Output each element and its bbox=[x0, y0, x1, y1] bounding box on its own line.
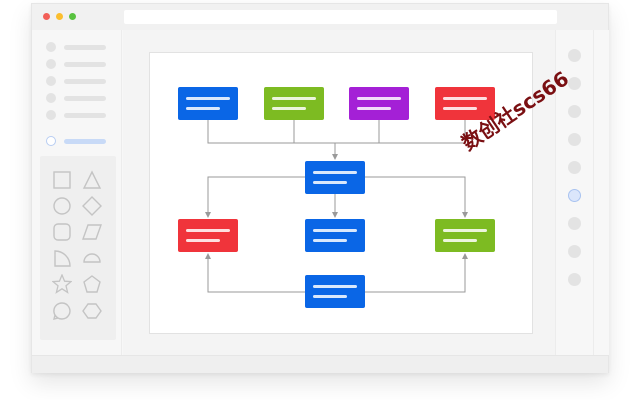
square-icon[interactable] bbox=[52, 170, 72, 190]
status-bar bbox=[32, 355, 608, 373]
tool-button[interactable] bbox=[568, 133, 581, 146]
parallelogram-icon[interactable] bbox=[82, 222, 102, 242]
menu-item-label bbox=[64, 96, 106, 101]
node-text-line bbox=[313, 229, 357, 232]
menu-item-label bbox=[64, 62, 106, 67]
flowchart-node[interactable] bbox=[178, 87, 238, 120]
title-bar bbox=[32, 4, 608, 30]
menu-item-icon bbox=[46, 110, 56, 120]
tool-button-active[interactable] bbox=[568, 189, 581, 202]
tool-button[interactable] bbox=[568, 77, 581, 90]
tool-button[interactable] bbox=[568, 105, 581, 118]
flowchart-node[interactable] bbox=[305, 219, 365, 252]
node-text-line bbox=[272, 107, 306, 110]
triangle-icon[interactable] bbox=[82, 170, 102, 190]
maximize-window-button[interactable] bbox=[69, 13, 76, 20]
node-text-line bbox=[443, 239, 477, 242]
node-text-line bbox=[313, 181, 347, 184]
menu-item-icon bbox=[46, 76, 56, 86]
menu-item-label bbox=[64, 45, 106, 50]
half-circle-icon[interactable] bbox=[82, 248, 102, 268]
flowchart-node[interactable] bbox=[435, 87, 495, 120]
tool-button[interactable] bbox=[568, 161, 581, 174]
node-text-line bbox=[313, 285, 357, 288]
node-text-line bbox=[313, 239, 347, 242]
node-text-line bbox=[443, 107, 477, 110]
flowchart-node[interactable] bbox=[264, 87, 324, 120]
sidebar-menu-item[interactable] bbox=[46, 76, 116, 86]
scrollbar[interactable] bbox=[593, 30, 609, 355]
node-text-line bbox=[186, 97, 230, 100]
node-text-line bbox=[357, 107, 391, 110]
node-text-line bbox=[272, 97, 316, 100]
menu-item-icon bbox=[46, 93, 56, 103]
flowchart-node[interactable] bbox=[178, 219, 238, 252]
pentagon-icon[interactable] bbox=[82, 274, 102, 294]
sidebar-menu-item[interactable] bbox=[46, 42, 116, 52]
menu-item-icon bbox=[46, 59, 56, 69]
menu-item-label bbox=[64, 113, 106, 118]
quarter-circle-icon[interactable] bbox=[52, 248, 72, 268]
flowchart-node[interactable] bbox=[305, 161, 365, 194]
address-bar[interactable] bbox=[124, 10, 557, 24]
tool-button[interactable] bbox=[568, 217, 581, 230]
sidebar-menu-item-active[interactable] bbox=[46, 136, 116, 146]
circle-icon[interactable] bbox=[52, 196, 72, 216]
diamond-icon[interactable] bbox=[82, 196, 102, 216]
callout-icon[interactable] bbox=[52, 301, 72, 321]
node-text-line bbox=[443, 229, 487, 232]
sidebar-menu-item[interactable] bbox=[46, 59, 116, 69]
node-text-line bbox=[186, 229, 230, 232]
tool-button[interactable] bbox=[568, 273, 581, 286]
flowchart-node[interactable] bbox=[435, 219, 495, 252]
menu-item-label bbox=[64, 139, 106, 144]
shape-library-panel bbox=[40, 156, 116, 340]
node-text-line bbox=[186, 107, 220, 110]
star-icon[interactable] bbox=[52, 274, 72, 294]
flowchart-node[interactable] bbox=[305, 275, 365, 308]
node-text-line bbox=[186, 239, 220, 242]
minimize-window-button[interactable] bbox=[56, 13, 63, 20]
rounded-square-icon[interactable] bbox=[52, 222, 72, 242]
tool-button[interactable] bbox=[568, 245, 581, 258]
tool-button[interactable] bbox=[568, 49, 581, 62]
sidebar-menu-item[interactable] bbox=[46, 110, 116, 120]
node-text-line bbox=[313, 171, 357, 174]
menu-item-icon bbox=[46, 42, 56, 52]
left-sidebar bbox=[32, 30, 122, 355]
menu-item-label bbox=[64, 79, 106, 84]
node-text-line bbox=[443, 97, 487, 100]
sidebar-menu-item[interactable] bbox=[46, 93, 116, 103]
close-window-button[interactable] bbox=[43, 13, 50, 20]
menu-item-icon bbox=[46, 136, 56, 146]
flowchart-node[interactable] bbox=[349, 87, 409, 120]
node-text-line bbox=[357, 97, 401, 100]
node-text-line bbox=[313, 295, 347, 298]
right-toolbar bbox=[555, 30, 593, 355]
hexagon-icon[interactable] bbox=[82, 301, 102, 321]
